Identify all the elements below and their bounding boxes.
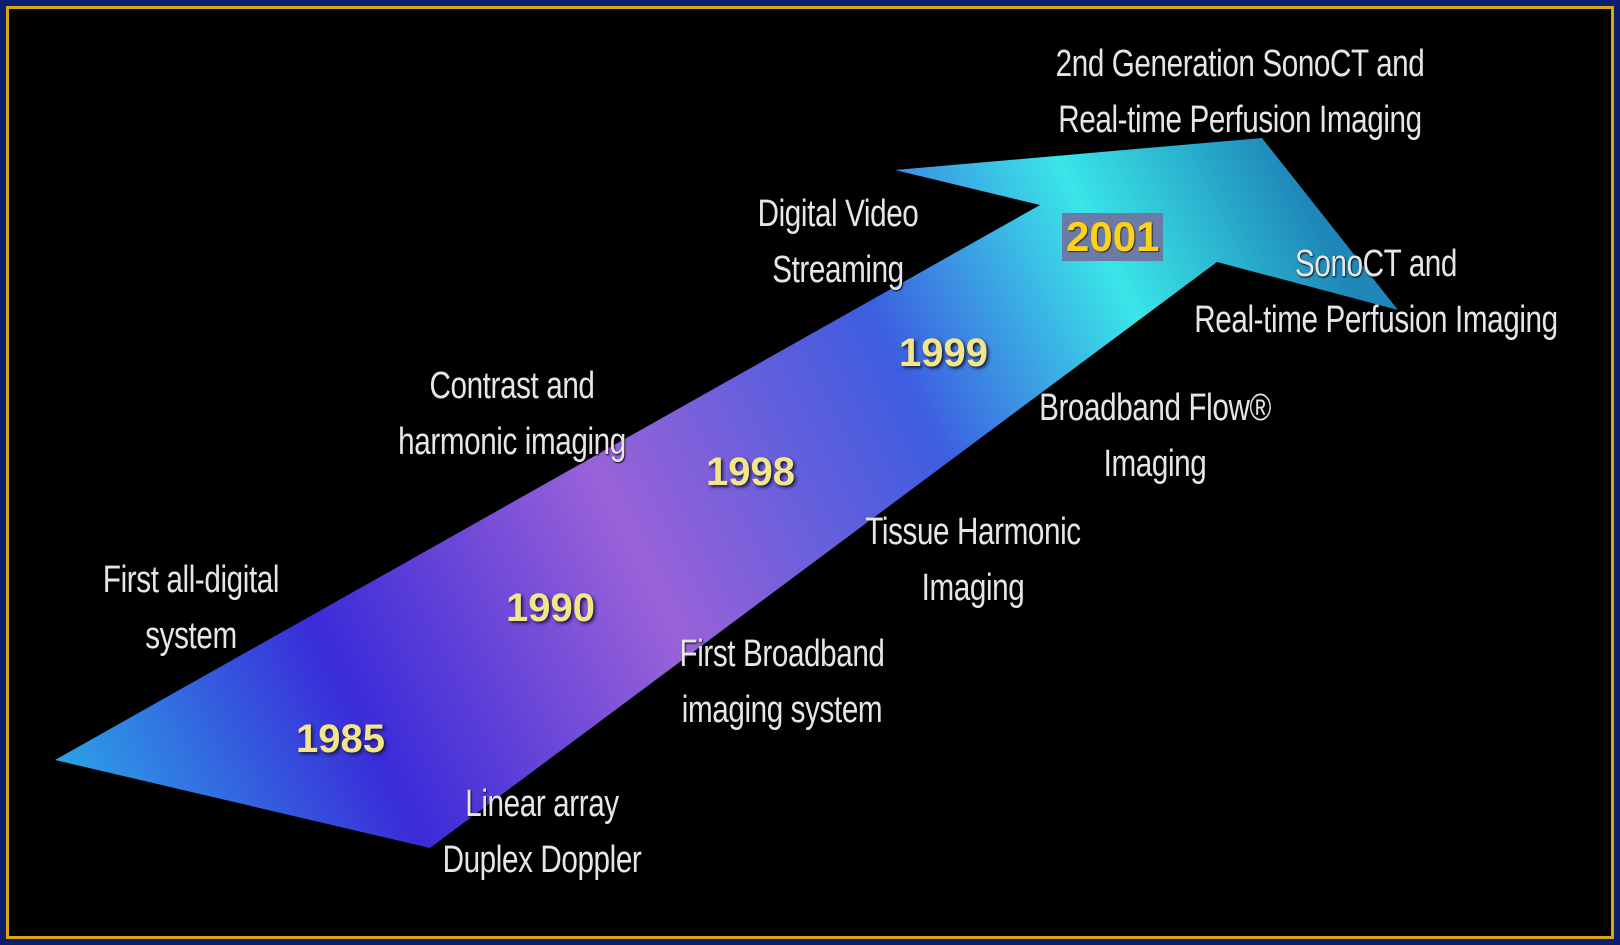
year-2001-highlighted: 2001 [1062,213,1164,261]
year-1999: 1999 [899,331,988,375]
milestone-linear-array-duplex: Linear array Duplex Doppler [439,776,645,888]
milestone-line: Imaging [1103,443,1207,485]
milestone-line: Contrast and [429,365,595,407]
year-1998: 1998 [706,450,795,494]
milestone-line: Broadband Flow® [1039,387,1271,429]
milestone-line: Duplex Doppler [442,839,642,881]
milestone-line: Real-time Perfusion Imaging [1058,99,1422,141]
milestone-line: system [145,615,237,657]
milestone-line: Real-time Perfusion Imaging [1194,299,1558,341]
milestone-digital-video-streaming: Digital Video Streaming [744,186,931,298]
milestone-line: Digital Video [757,193,919,235]
milestone-line: Streaming [772,249,904,291]
milestone-2nd-gen-sonoct: 2nd Generation SonoCT and Real-time Perf… [1037,36,1443,148]
milestone-sonoct-perfusion: SonoCT and Real-time Perfusion Imaging [1181,236,1571,348]
milestone-line: 2nd Generation SonoCT and [1055,43,1425,85]
milestone-contrast-harmonic: Contrast and harmonic imaging [398,358,626,470]
milestone-line: First all-digital [102,559,280,601]
timeline-arrow [55,138,1398,848]
year-1990: 1990 [506,586,595,630]
milestone-line: SonoCT and [1295,243,1457,285]
milestone-line: Tissue Harmonic [865,511,1081,553]
milestone-first-broadband: First Broadband imaging system [673,626,891,738]
milestone-tissue-harmonic: Tissue Harmonic Imaging [860,504,1086,616]
milestone-line: imaging system [681,689,883,731]
milestone-line: First Broadband [679,633,885,675]
milestone-line: harmonic imaging [398,421,626,463]
milestone-line: Imaging [921,567,1025,609]
milestone-broadband-flow: Broadband Flow® Imaging [1036,380,1275,492]
milestone-first-all-digital: First all-digital system [86,552,297,664]
milestone-line: Linear array [465,783,619,825]
year-1985: 1985 [296,717,385,761]
